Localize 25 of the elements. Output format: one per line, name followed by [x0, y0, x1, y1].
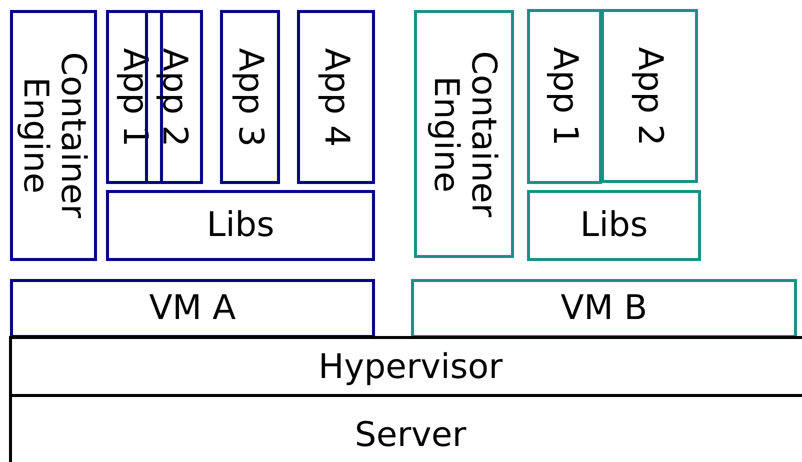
layer-box [9, 336, 802, 396]
layer-label: App 2 [155, 48, 193, 146]
layer-label: App 4 [317, 48, 355, 146]
layer-label: VM A [149, 290, 236, 328]
layer-label: Hypervisor [318, 348, 503, 386]
layer-column [297, 10, 375, 184]
layer-label: App 1 [546, 47, 584, 146]
layer-column [527, 9, 602, 184]
layer-label: Libs [580, 206, 648, 244]
layer-label: App 3 [231, 48, 269, 146]
layer-box [411, 279, 797, 338]
layer-box [527, 190, 701, 261]
layer-box [10, 279, 375, 338]
layer-label: VM B [560, 290, 648, 328]
layer-box [9, 394, 802, 462]
layer-column [414, 10, 514, 258]
layer-column [220, 10, 280, 184]
layer-label: Container Engine [426, 50, 502, 220]
layer-box [106, 190, 375, 261]
layer-label: Container Engine [16, 51, 91, 221]
layer-column [10, 10, 97, 261]
layer-label: Libs [206, 206, 274, 244]
layer-label: App 2 [630, 46, 668, 146]
layer-label: Server [354, 416, 466, 454]
layer-column [601, 9, 698, 183]
